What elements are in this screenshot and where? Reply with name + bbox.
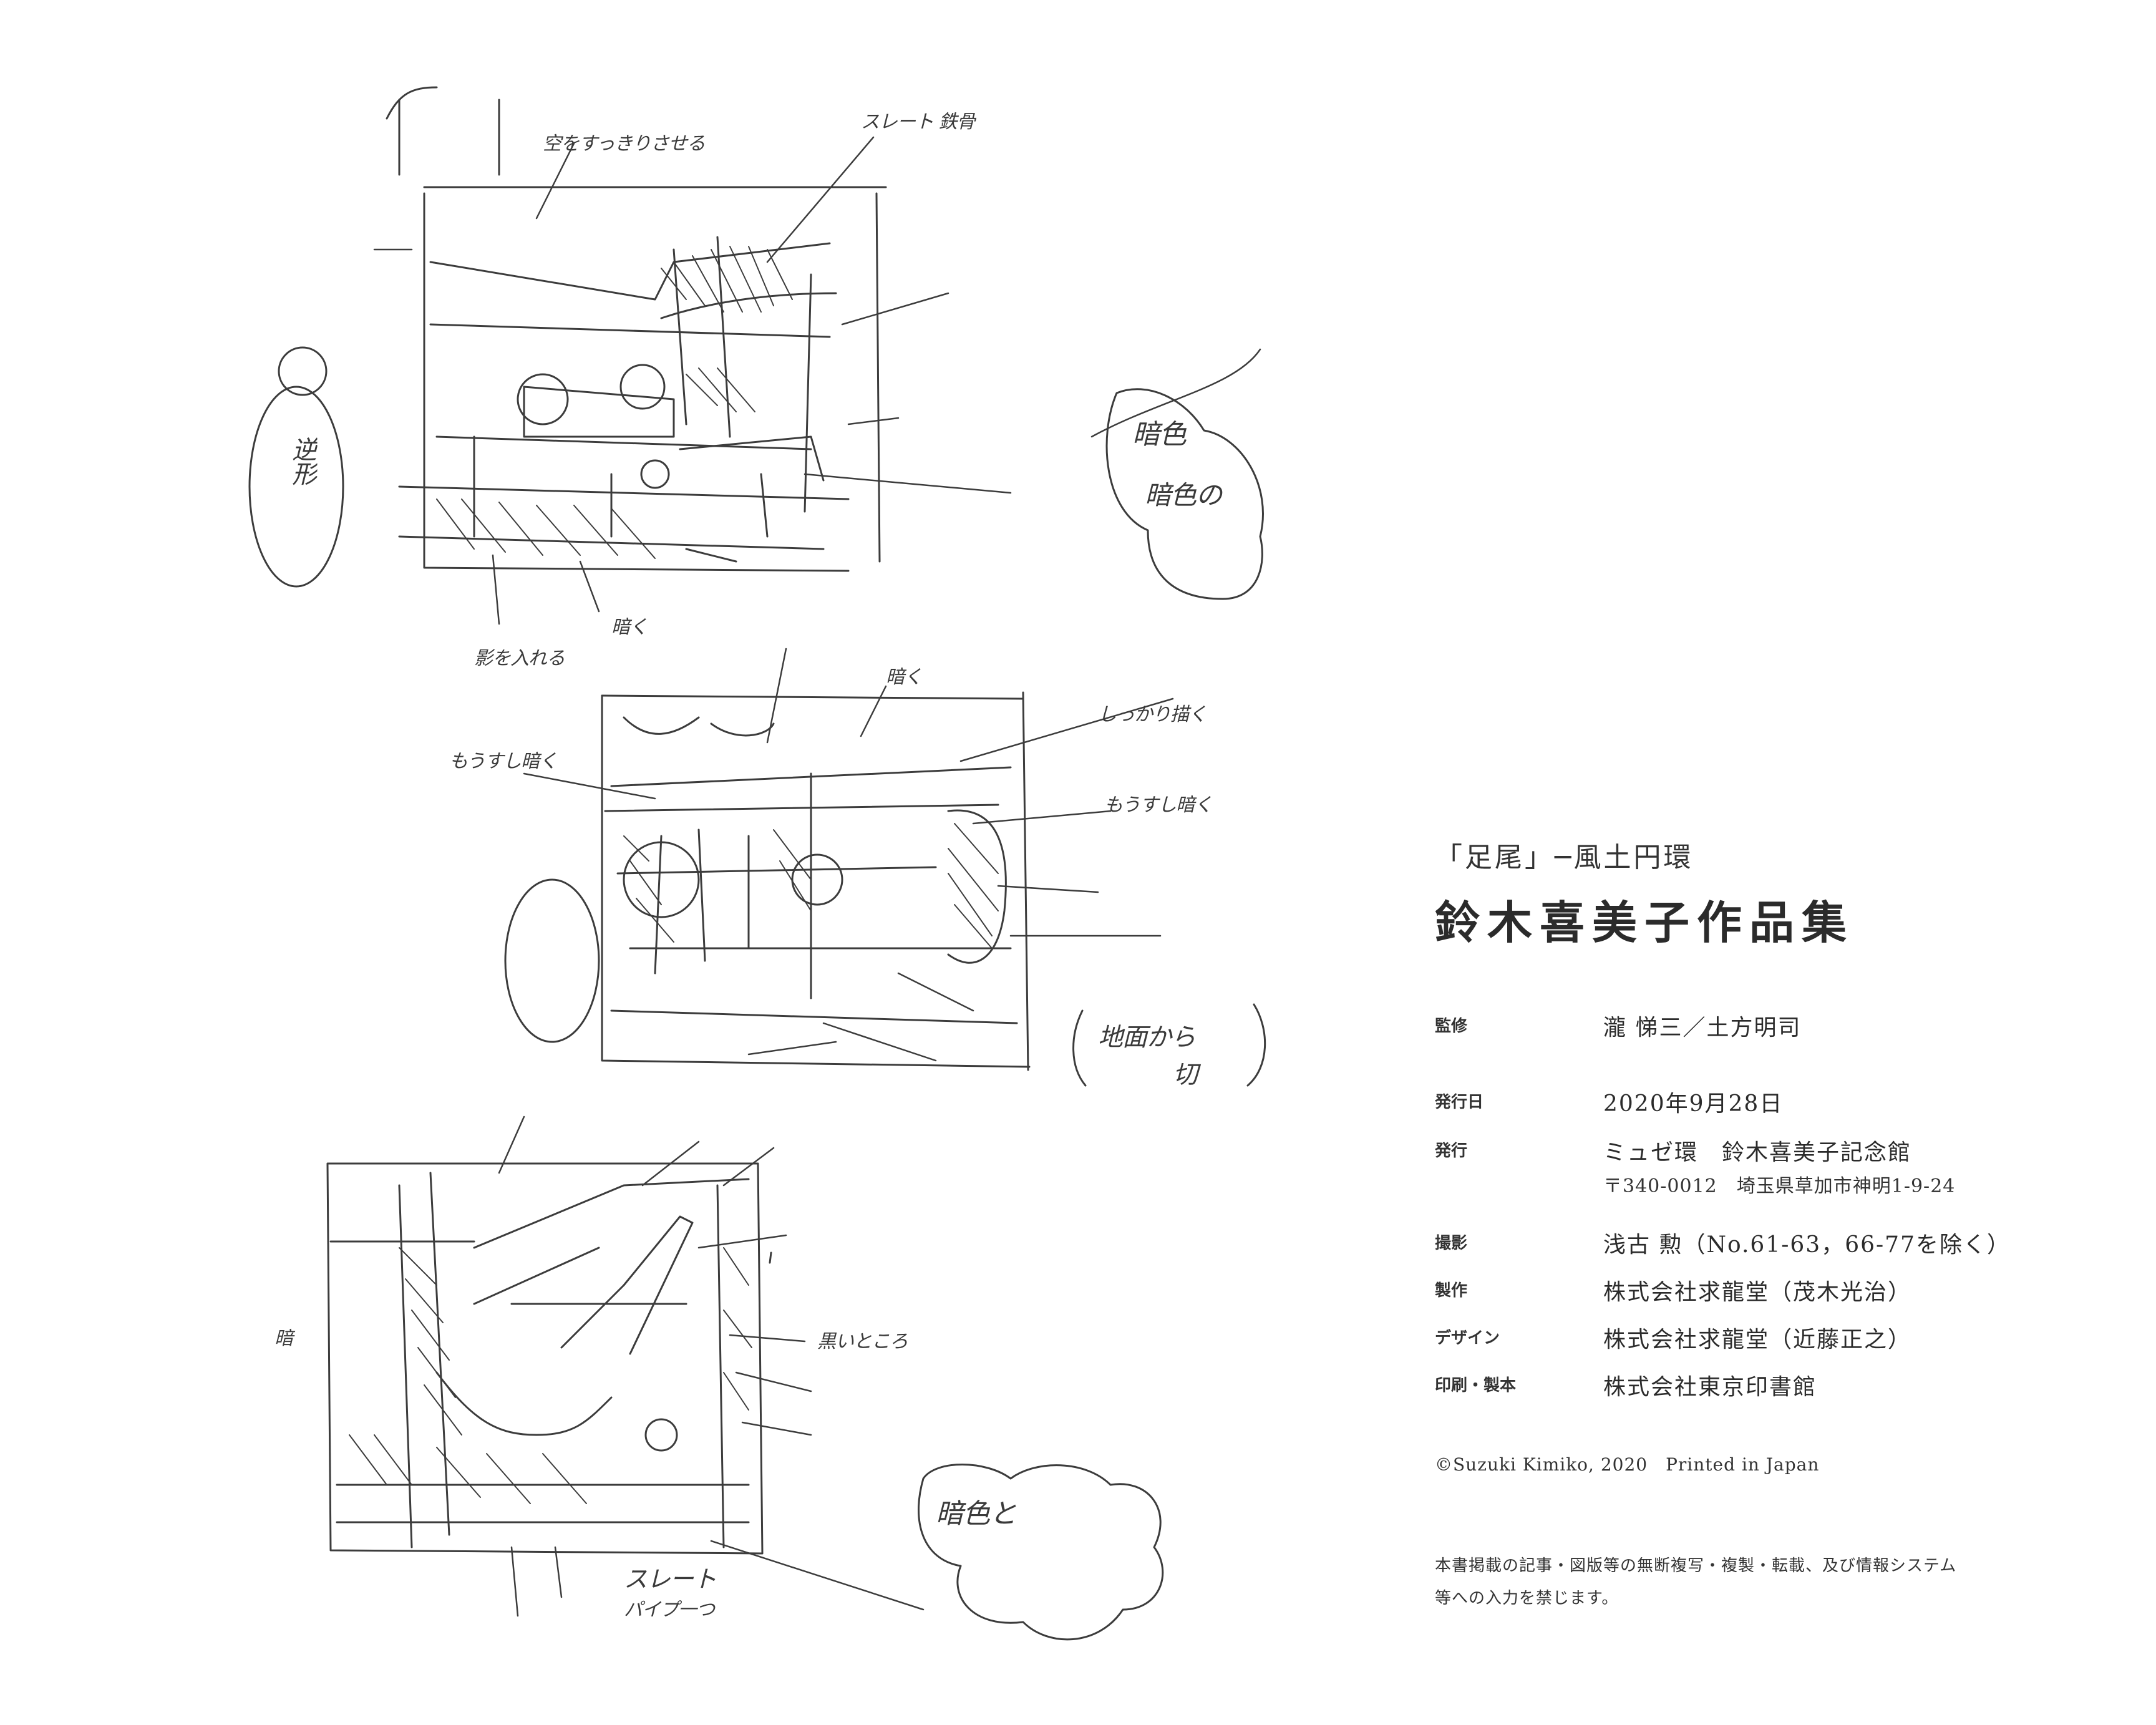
sketch-note: 黒いところ — [817, 1331, 908, 1353]
date-value: 2020年9月28日 — [1603, 1091, 1784, 1117]
sketch-hatch-1 — [436, 246, 793, 559]
supervision-value: 瀧 悌三／土方明司 — [1603, 1015, 1802, 1041]
print-label: 印刷・製本 — [1435, 1376, 1517, 1395]
sketch-note: 影を入れる — [474, 648, 565, 669]
sketch-leaders-2 — [523, 648, 1174, 1062]
copy-notice: 本書掲載の記事・図版等の無断複写・複製・転載、及び情報システム 等への入力を禁じ… — [1435, 1550, 2134, 1615]
publisher-value: ミュゼ環 鈴木喜美子記念館 — [1603, 1140, 1912, 1165]
sketch-drawing — [248, 86, 1266, 1641]
copyright: ©Suzuki Kimiko, 2020 Printed in Japan — [1435, 1454, 1820, 1475]
sketch-frame-1 — [386, 86, 887, 572]
colophon: 「足尾」─風土円環 鈴木喜美子作品集 監修 瀧 悌三／土方明司 発行日 2020… — [1435, 0, 2140, 1725]
sketch-page: 空をすっきりさせる スレート 鉄骨 影を入れる 暗く 暗く もうすし暗く もうす… — [248, 86, 1266, 1641]
supervision-label: 監修 — [1435, 1017, 1468, 1036]
sketch-note: もうすし暗く — [1104, 794, 1213, 816]
sketch-note: 暗色の — [1145, 480, 1222, 510]
sketch-note: 空をすっきりさせる — [543, 133, 706, 155]
sketch-leaders-1 — [373, 136, 1261, 625]
notice-line-1: 本書掲載の記事・図版等の無断複写・複製・転載、及び情報システム — [1435, 1557, 1957, 1575]
sketch-frame-2 — [601, 691, 1031, 1071]
book-title: 鈴木喜美子作品集 — [1435, 896, 1855, 949]
sketch-note: 地面から — [1098, 1023, 1196, 1052]
photo-value: 浅古 勲（No.61-63，66-77を除く） — [1603, 1232, 2011, 1258]
sketch-note: もうすし暗く — [449, 751, 558, 772]
notice-line-2: 等への入力を禁じます。 — [1435, 1589, 1619, 1608]
book-subtitle: 「足尾」─風土円環 — [1435, 842, 1694, 873]
sketch-hatch-2 — [623, 823, 999, 949]
publisher-label: 発行 — [1435, 1142, 1468, 1160]
sketch-note: しっかり描く — [1098, 704, 1207, 726]
print-value: 株式会社東京印書館 — [1603, 1374, 1817, 1400]
design-value: 株式会社求龍堂（近藤正之） — [1603, 1327, 1912, 1353]
production-value: 株式会社求龍堂（茂木光治） — [1603, 1280, 1912, 1305]
sketch-note: 暗く — [611, 616, 648, 638]
sketch-note: スレート — [624, 1565, 717, 1593]
sketch-note: 暗 — [274, 1328, 293, 1349]
sketch-hatch-3 — [349, 1247, 752, 1504]
sketch-note: 暗色 — [1132, 419, 1187, 450]
sketch-frame-3 — [326, 1162, 764, 1555]
sketch-note: 暗く — [886, 666, 923, 688]
production-label: 製作 — [1435, 1281, 1468, 1300]
photo-label: 撮影 — [1435, 1234, 1468, 1253]
design-label: デザイン — [1435, 1329, 1500, 1348]
sketch-note: 逆形 — [288, 437, 316, 485]
sketch-note: スレート 鉄骨 — [861, 111, 976, 133]
sketch-leaders-3 — [498, 1115, 925, 1617]
publisher-address: 〒340-0012 埼玉県草加市神明1-9-24 — [1603, 1175, 1956, 1197]
sketch-note: 切 — [1173, 1061, 1198, 1089]
sketch-note: パイプ一つ — [624, 1599, 715, 1621]
date-label: 発行日 — [1435, 1093, 1484, 1112]
sketch-note: 暗色と — [936, 1498, 1017, 1530]
